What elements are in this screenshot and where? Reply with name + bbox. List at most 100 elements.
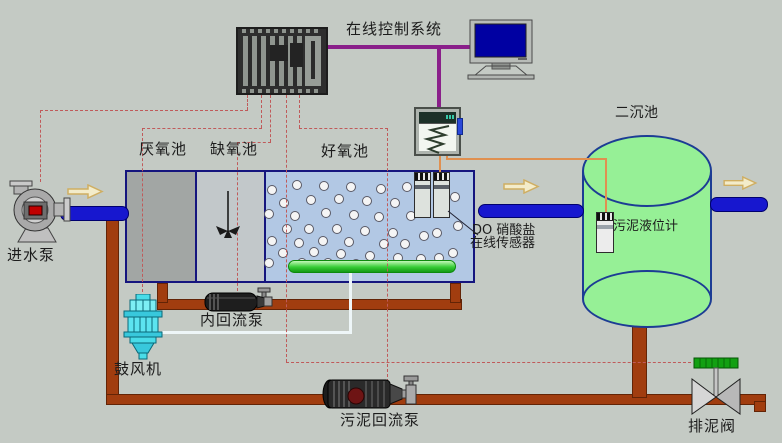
monitor-to-recorder-line — [437, 47, 441, 107]
signal-line-to-sludge-valve — [286, 362, 691, 363]
signal-line — [270, 95, 271, 142]
bubble — [306, 195, 316, 205]
bubble — [309, 247, 319, 257]
sensor-band — [434, 185, 449, 189]
bubble — [390, 198, 400, 208]
air-pipe — [162, 331, 352, 334]
bubble — [379, 239, 389, 249]
bubble — [267, 185, 277, 195]
bubble — [290, 211, 300, 221]
recorder-to-do-sensor-line — [439, 154, 441, 173]
sensor-label-pointer — [447, 210, 479, 236]
effluent-pipe — [710, 197, 768, 212]
bubble — [360, 226, 370, 236]
air-diffuser — [288, 260, 456, 273]
nitrate-sensor-icon — [433, 172, 450, 218]
bubble — [279, 198, 289, 208]
blower-icon — [123, 294, 163, 360]
recorder-to-level-meter-line — [446, 154, 448, 160]
sensor-cap — [415, 173, 430, 181]
sensor-cap — [434, 173, 449, 181]
sludge-valve-label: 排泥阀 — [688, 417, 737, 435]
bubble — [264, 258, 274, 268]
recorder-to-level-meter-line — [446, 158, 607, 160]
internal-recycle-pump-label: 内回流泵 — [200, 311, 265, 329]
sludge-recycle-pump-icon — [322, 375, 419, 409]
aerobic-to-clarifier-pipe — [478, 204, 584, 218]
internal-recycle-pump-icon — [204, 287, 273, 312]
recorder-pixels — [446, 115, 454, 119]
signal-line-to-sludge-pump — [387, 128, 388, 382]
sludge-level-meter-label: 污泥液位计 — [613, 219, 679, 234]
bubble — [334, 194, 344, 204]
recorder-chart — [419, 124, 456, 154]
plc-end-slot — [311, 41, 315, 79]
bubble — [282, 224, 292, 234]
signal-line — [261, 95, 262, 128]
sludge-discharge-stub — [754, 401, 766, 412]
bubble — [448, 248, 458, 258]
sludge-recycle-pump-label: 污泥回流泵 — [340, 411, 421, 429]
basin-divider — [195, 172, 197, 281]
bubble — [453, 221, 463, 231]
internal-recycle-riser — [450, 283, 461, 303]
bubble — [346, 182, 356, 192]
anoxic-basin — [197, 172, 266, 281]
signal-line-to-inlet-pump — [40, 110, 41, 182]
signal-line — [299, 95, 300, 128]
flow-arrow-icon — [723, 176, 758, 190]
signal-line — [237, 142, 271, 143]
sludge-valve-icon — [691, 357, 741, 415]
bubble — [294, 238, 304, 248]
bubble — [432, 228, 442, 238]
signal-line — [247, 95, 248, 110]
anoxic-tank-label: 缺氧池 — [210, 140, 259, 158]
sensor-band — [597, 225, 613, 229]
bubble — [292, 180, 302, 190]
bubble — [264, 209, 274, 219]
plc-teeth — [242, 29, 322, 33]
control-system-label: 在线控制系统 — [346, 20, 443, 38]
internal-recycle-pipe — [157, 299, 462, 310]
bubble — [318, 236, 328, 246]
bubble — [336, 249, 346, 259]
air-pipe — [349, 272, 352, 333]
bubble — [400, 239, 410, 249]
bubble — [344, 237, 354, 247]
bubble — [374, 212, 384, 222]
flow-arrow-icon — [67, 184, 104, 199]
bubble — [402, 182, 412, 192]
recorder-trace — [423, 125, 450, 154]
internal-recycle-riser — [157, 283, 168, 303]
recorder-to-level-meter-line — [605, 158, 607, 214]
signal-line — [40, 110, 248, 111]
anaerobic-tank-label: 厌氧池 — [139, 140, 188, 158]
plc-to-monitor-line — [328, 45, 470, 49]
bubble — [450, 192, 460, 202]
basin-divider — [264, 172, 266, 281]
clarifier-top — [582, 135, 712, 207]
mixer-icon — [216, 191, 240, 238]
bubble — [362, 196, 372, 206]
bubble — [376, 184, 386, 194]
bubble — [321, 208, 331, 218]
bubble — [419, 231, 429, 241]
crt-monitor-icon — [467, 19, 535, 80]
plc-teeth — [242, 89, 322, 93]
secondary-clarifier-label: 二沉池 — [615, 105, 659, 121]
plc-module — [270, 45, 288, 61]
do-sensor-icon — [414, 172, 431, 218]
do-sensor-label-line2: 在线传感器 — [470, 236, 536, 251]
blower-label: 鼓风机 — [114, 360, 163, 378]
bubble — [304, 224, 314, 234]
sensor-cap — [597, 213, 613, 221]
signal-line — [299, 128, 388, 129]
aerobic-tank-label: 好氧池 — [321, 142, 370, 160]
flow-arrow-icon — [503, 179, 540, 194]
inlet-pump-label: 进水泵 — [7, 246, 56, 264]
plc-rack-icon — [236, 27, 328, 95]
signal-line-to-internal-pump — [237, 142, 238, 296]
paperless-recorder-icon — [414, 107, 463, 156]
bubble — [267, 236, 277, 246]
